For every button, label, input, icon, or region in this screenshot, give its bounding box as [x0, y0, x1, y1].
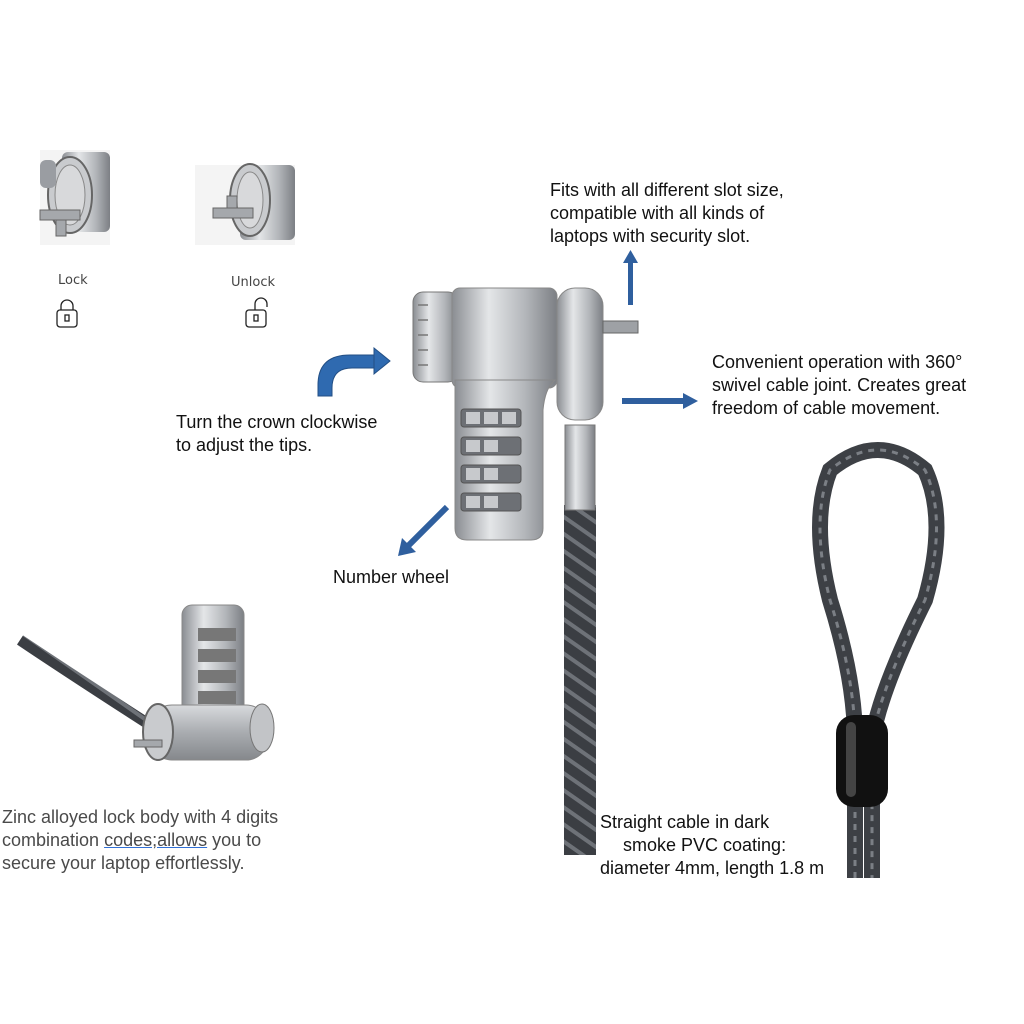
callout-line: Zinc alloyed lock body with 4 digits	[2, 807, 279, 827]
number-wheel-label: Number wheel	[333, 567, 450, 587]
unlock-icon	[245, 297, 268, 328]
callout-line: Convenient operation with 360°	[712, 352, 963, 372]
callout-line: smoke PVC coating:	[623, 835, 787, 855]
text: you to	[207, 830, 262, 850]
callout-line: Fits with all different slot size,	[550, 180, 784, 200]
callout-line: secure your laptop effortlessly.	[2, 853, 245, 873]
unlock-label: Unlock	[231, 275, 275, 290]
unlock-state-photo	[195, 163, 295, 245]
callout-line: laptops with security slot.	[550, 226, 751, 246]
main-combination-lock	[412, 287, 639, 541]
callout-line: diameter 4mm, length 1.8 m	[600, 858, 825, 878]
lock-label: Lock	[58, 273, 88, 288]
callout-line: Straight cable in dark	[600, 812, 770, 832]
lock-body-callout: Zinc alloyed lock body with 4 digits com…	[2, 806, 278, 875]
text: combination	[2, 830, 105, 850]
arrow-right	[622, 393, 698, 409]
cable-callout: Straight cable in dark smoke PVC coating…	[600, 811, 824, 880]
callout-line: to adjust the tips.	[176, 435, 313, 455]
crown-callout: Turn the crown clockwise to adjust the t…	[176, 411, 377, 457]
lock-body-photo	[16, 604, 275, 761]
cable-loop	[812, 442, 945, 878]
callout-line: compatible with all kinds of	[550, 203, 765, 223]
main-cable	[564, 505, 596, 855]
swivel-callout: Convenient operation with 360° swivel ca…	[712, 351, 966, 420]
arrow-up	[623, 250, 638, 305]
lock-icon	[56, 299, 78, 328]
slot-callout: Fits with all different slot size, compa…	[550, 179, 784, 248]
callout-line: swivel cable joint. Creates great	[712, 375, 967, 395]
callout-line: Turn the crown clockwise	[176, 412, 378, 432]
lock-state-photo	[39, 150, 110, 245]
curved-arrow	[317, 346, 391, 397]
underlined-text: codes;allows	[104, 830, 208, 850]
callout-line: freedom of cable movement.	[712, 398, 941, 418]
callout-line: combination codes;allows you to	[2, 829, 278, 852]
arrow-diagonal	[398, 504, 450, 556]
